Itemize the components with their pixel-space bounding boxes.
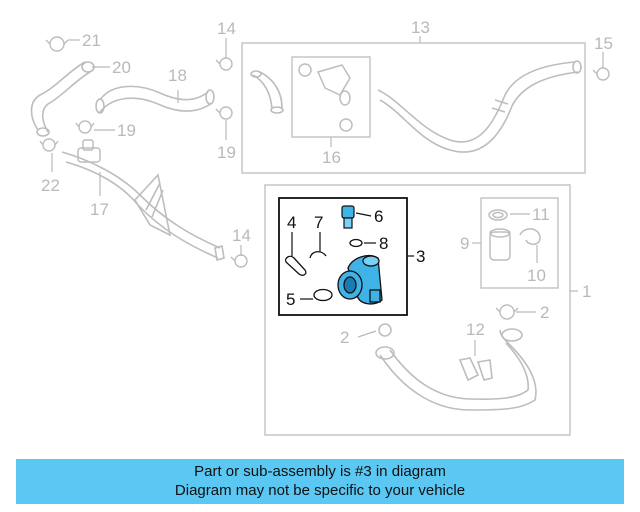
callout-11: 11	[532, 205, 550, 224]
notice-line-1: Part or sub-assembly is #3 in diagram	[194, 463, 446, 480]
callout-2a: 2	[540, 303, 549, 322]
sensor-6	[341, 205, 355, 229]
callout-14a: 14	[217, 19, 236, 38]
group-box-1	[264, 184, 571, 436]
callout-5: 5	[286, 290, 295, 309]
callout-14b: 14	[232, 226, 251, 245]
callout-16: 16	[322, 148, 341, 167]
group-box-16	[291, 56, 371, 138]
hose-18	[95, 85, 215, 114]
callout-12: 12	[466, 320, 485, 339]
callout-21: 21	[82, 31, 101, 50]
callout-3: 3	[416, 247, 425, 266]
thermostat-housing-3	[337, 254, 383, 305]
callout-18: 18	[168, 66, 187, 85]
notice-banner: Part or sub-assembly is #3 in diagram Di…	[16, 459, 624, 504]
parts-diagram: 21 20 18 19 22 17 14 19 14 13 15 16 1 2 …	[30, 18, 613, 436]
parts-9-10-11	[488, 209, 541, 261]
hose-20	[30, 61, 95, 137]
outlet-16	[298, 63, 353, 132]
hose-1-lower	[375, 323, 537, 411]
callout-1: 1	[582, 282, 591, 301]
callout-7: 7	[314, 213, 323, 232]
hose-13	[377, 60, 582, 153]
callout-9: 9	[460, 234, 469, 253]
callout-15: 15	[594, 34, 613, 53]
hose-small-13	[250, 70, 284, 114]
callout-19b: 19	[217, 143, 236, 162]
callout-17: 17	[90, 200, 109, 219]
callout-10: 10	[527, 266, 546, 285]
small-parts-3	[284, 238, 363, 302]
callout-arrows	[51, 38, 604, 356]
callout-8: 8	[379, 234, 388, 253]
hose-17-assembly	[61, 151, 225, 262]
callout-6: 6	[374, 207, 383, 226]
group-box-13	[241, 42, 586, 174]
callout-19a: 19	[117, 121, 136, 140]
notice-line-2: Diagram may not be specific to your vehi…	[174, 482, 466, 499]
callout-22: 22	[41, 176, 60, 195]
callout-2b: 2	[340, 328, 349, 347]
callout-20: 20	[112, 58, 131, 77]
clamps-left	[39, 36, 610, 320]
callout-4: 4	[287, 213, 296, 232]
callout-13: 13	[411, 18, 430, 37]
fitting-22	[77, 139, 101, 163]
